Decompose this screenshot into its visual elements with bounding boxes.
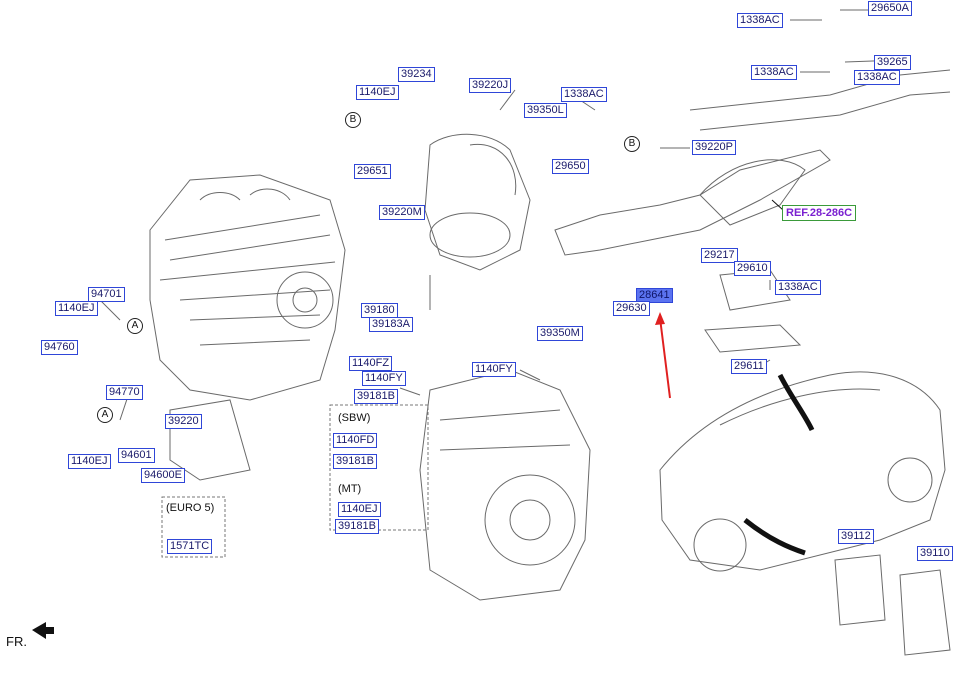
part-label-1338ac[interactable]: 1338AC	[775, 280, 821, 295]
part-label-39183a[interactable]: 39183A	[369, 317, 413, 332]
part-label-1338ac[interactable]: 1338AC	[751, 65, 797, 80]
part-label-28641-highlighted[interactable]: 28641	[636, 288, 673, 303]
part-label-1571tc[interactable]: 1571TC	[167, 539, 213, 554]
part-label-39112[interactable]: 39112	[838, 529, 874, 544]
sbw-mt-group-box	[329, 404, 429, 531]
part-label-39181b[interactable]: 39181B	[354, 389, 398, 404]
part-label-1140ej[interactable]: 1140EJ	[68, 454, 111, 469]
part-label-29630[interactable]: 29630	[613, 301, 650, 316]
callout-b: B	[624, 136, 640, 152]
part-label-1338ac[interactable]: 1338AC	[737, 13, 783, 28]
part-label-39234[interactable]: 39234	[398, 67, 435, 82]
part-label-1140ej[interactable]: 1140EJ	[55, 301, 98, 316]
part-label-1140fy[interactable]: 1140FY	[362, 371, 406, 386]
part-label-39265[interactable]: 39265	[874, 55, 911, 70]
highlight-arrow-line	[659, 317, 671, 399]
catalyst-drawing	[424, 69, 951, 271]
part-label-29610[interactable]: 29610	[734, 261, 771, 276]
fr-arrow-icon	[32, 622, 54, 639]
part-label-39110[interactable]: 39110	[917, 546, 953, 561]
euro5-group-box	[161, 496, 226, 558]
car-drawing	[659, 371, 946, 572]
part-label-39220[interactable]: 39220	[165, 414, 202, 429]
pointer-arrow-upper	[777, 373, 815, 432]
part-label-1140fy[interactable]: 1140FY	[472, 362, 516, 377]
variant-note-euro5: (EURO 5)	[166, 502, 215, 514]
part-label-29611[interactable]: 29611	[731, 359, 767, 374]
pointer-arrow-lower	[743, 518, 806, 556]
callout-a: A	[127, 318, 143, 334]
front-direction-label: FR.	[6, 634, 27, 649]
part-label-94601[interactable]: 94601	[118, 448, 155, 463]
part-label-1338ac[interactable]: 1338AC	[854, 70, 900, 85]
part-label-39180[interactable]: 39180	[361, 303, 398, 318]
part-label-94760[interactable]: 94760	[41, 340, 78, 355]
engine-block-drawing	[149, 174, 346, 481]
ecu-drawing	[704, 269, 951, 656]
callout-b: B	[345, 112, 361, 128]
part-label-94600e[interactable]: 94600E	[141, 468, 185, 483]
callout-a: A	[97, 407, 113, 423]
part-label-39220m[interactable]: 39220M	[379, 205, 425, 220]
part-label-39181b[interactable]: 39181B	[335, 519, 379, 534]
part-label-39220p[interactable]: 39220P	[692, 140, 736, 155]
highlight-arrow-head	[655, 312, 665, 325]
part-label-29217[interactable]: 29217	[701, 248, 738, 263]
part-label-1338ac[interactable]: 1338AC	[561, 87, 607, 102]
part-label-39181b[interactable]: 39181B	[333, 454, 377, 469]
part-label-1140fz[interactable]: 1140FZ	[349, 356, 393, 371]
part-label-39350m[interactable]: 39350M	[537, 326, 583, 341]
part-label-39220j[interactable]: 39220J	[469, 78, 512, 93]
part-label-94701[interactable]: 94701	[88, 287, 125, 302]
part-label-1140fd[interactable]: 1140FD	[333, 433, 378, 448]
transmission-drawing	[419, 369, 591, 601]
part-label-29650a[interactable]: 29650A	[868, 1, 912, 16]
variant-note-mt: (MT)	[338, 483, 362, 495]
part-label-1140ej[interactable]: 1140EJ	[338, 502, 381, 517]
part-label-39350l[interactable]: 39350L	[524, 103, 567, 118]
reference-link[interactable]: REF.28-286C	[782, 205, 857, 221]
part-label-29651[interactable]: 29651	[354, 164, 391, 179]
part-label-29650[interactable]: 29650	[552, 159, 589, 174]
variant-note-sbw: (SBW)	[338, 412, 371, 424]
part-label-1140ej[interactable]: 1140EJ	[356, 85, 399, 100]
part-label-94770[interactable]: 94770	[106, 385, 143, 400]
